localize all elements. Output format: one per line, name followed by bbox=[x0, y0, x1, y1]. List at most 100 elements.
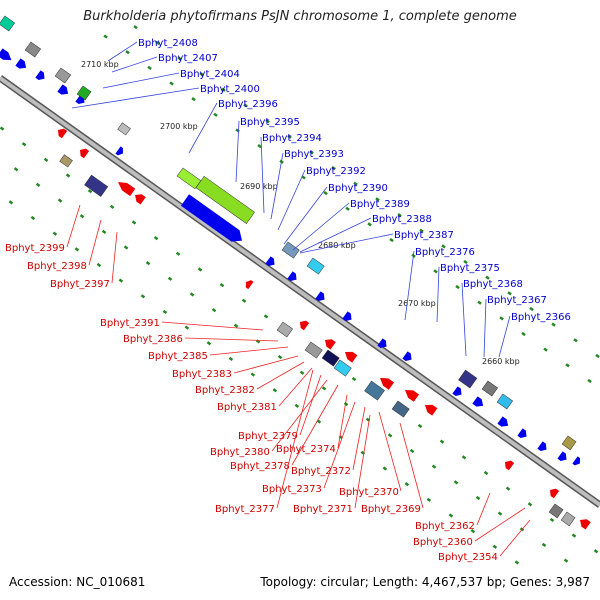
leader-line bbox=[498, 315, 511, 358]
tick-mark bbox=[0, 126, 5, 131]
tick-mark bbox=[294, 403, 300, 408]
tick-mark bbox=[299, 370, 305, 375]
reverse-gene-arrow bbox=[380, 378, 395, 390]
tick-mark bbox=[125, 50, 130, 55]
tick-mark bbox=[492, 544, 498, 549]
tick-mark bbox=[343, 401, 349, 407]
gene-shape bbox=[300, 320, 310, 331]
leader-line bbox=[299, 374, 322, 436]
gene-shape bbox=[572, 456, 581, 466]
tick-mark bbox=[595, 353, 600, 359]
scale-label: 2710 kbp bbox=[81, 60, 119, 69]
leader-line bbox=[277, 169, 306, 231]
reverse-gene-label: Bphyt_2373 bbox=[262, 484, 322, 495]
reverse-gene-arrow bbox=[58, 128, 68, 139]
leader-line bbox=[474, 507, 526, 542]
leader-line bbox=[278, 367, 313, 407]
tick-mark bbox=[514, 560, 520, 565]
leader-line bbox=[233, 355, 299, 374]
leader-line bbox=[256, 361, 305, 390]
leader-line bbox=[107, 41, 138, 62]
forward-gene-arrow bbox=[472, 396, 484, 407]
tick-mark bbox=[109, 204, 115, 209]
forward-gene-label: Bphyt_2393 bbox=[284, 149, 344, 160]
gene-shape bbox=[550, 488, 560, 499]
gene-block bbox=[76, 85, 92, 101]
tick-mark bbox=[221, 87, 226, 92]
forward-gene-arrow bbox=[452, 386, 462, 396]
tick-mark bbox=[30, 215, 36, 221]
forward-gene-labels: Bphyt_2408Bphyt_2407Bphyt_2404Bphyt_2400… bbox=[71, 38, 571, 358]
genome-summary-text: Topology: circular; Length: 4,467,537 bp… bbox=[260, 575, 590, 589]
gene-block bbox=[276, 321, 294, 338]
gene-shape bbox=[84, 174, 109, 197]
gene-block bbox=[24, 41, 42, 58]
reverse-gene-arrow bbox=[580, 519, 591, 530]
tick-mark bbox=[433, 269, 438, 274]
tick-mark bbox=[497, 511, 503, 516]
leader-line bbox=[102, 72, 180, 89]
forward-gene-arrow bbox=[517, 428, 527, 438]
tick-mark bbox=[448, 513, 454, 518]
tick-mark bbox=[345, 206, 350, 211]
tick-mark bbox=[147, 65, 152, 70]
scale-label: 2670 kbp bbox=[398, 299, 436, 308]
leader-line bbox=[161, 321, 264, 331]
reverse-gene-label: Bphyt_2399 bbox=[5, 243, 65, 254]
reverse-gene-arrow bbox=[135, 194, 146, 205]
forward-gene-arrow bbox=[402, 351, 412, 361]
gene-shape bbox=[364, 380, 385, 401]
gene-shape bbox=[245, 280, 254, 290]
tick-mark bbox=[197, 267, 203, 272]
gene-features bbox=[0, 15, 591, 530]
tick-mark bbox=[250, 372, 256, 377]
gene-shape bbox=[452, 386, 462, 396]
tick-mark bbox=[309, 150, 314, 155]
gene-shape bbox=[496, 393, 514, 410]
forward-gene-arrow bbox=[537, 441, 547, 451]
tick-mark bbox=[263, 314, 269, 319]
reverse-gene-labels: Bphyt_2399Bphyt_2398Bphyt_2397Bphyt_2391… bbox=[5, 204, 531, 563]
tick-mark bbox=[505, 486, 511, 491]
leader-line bbox=[476, 492, 491, 526]
gene-block bbox=[560, 511, 576, 527]
reverse-gene-arrow bbox=[345, 351, 358, 363]
tick-mark bbox=[79, 214, 85, 219]
tick-mark bbox=[461, 455, 467, 460]
tick-mark bbox=[375, 197, 380, 202]
gene-shape bbox=[333, 359, 352, 377]
tick-mark bbox=[177, 56, 182, 61]
tick-mark bbox=[321, 386, 327, 391]
tick-mark bbox=[162, 309, 168, 315]
scale-label: 2660 kbp bbox=[482, 357, 520, 366]
forward-gene-label: Bphyt_2408 bbox=[138, 38, 198, 49]
forward-gene-label: Bphyt_2389 bbox=[350, 199, 410, 210]
gene-shape bbox=[15, 58, 27, 69]
reverse-gene-label: Bphyt_2378 bbox=[230, 461, 290, 472]
forward-gene-label: Bphyt_2407 bbox=[158, 53, 218, 64]
tick-mark bbox=[499, 316, 504, 321]
gene-shape bbox=[342, 311, 352, 321]
tick-mark bbox=[118, 278, 124, 283]
gene-shape bbox=[118, 182, 136, 197]
reverse-gene-label: Bphyt_2380 bbox=[210, 447, 270, 458]
tick-mark bbox=[551, 322, 556, 327]
leader-line bbox=[404, 250, 415, 321]
tick-mark bbox=[485, 275, 490, 280]
gene-shape bbox=[557, 451, 567, 461]
tick-mark bbox=[199, 72, 204, 77]
forward-gene-arrow bbox=[265, 256, 275, 266]
gene-shape bbox=[195, 175, 255, 225]
gene-shape bbox=[472, 396, 484, 407]
forward-gene-arrow bbox=[287, 271, 297, 281]
tick-mark bbox=[65, 173, 71, 178]
gene-block bbox=[496, 393, 514, 410]
leader-line bbox=[276, 369, 314, 509]
gene-shape bbox=[377, 338, 387, 348]
tick-mark bbox=[527, 502, 533, 507]
tick-mark bbox=[382, 466, 388, 471]
gene-shape bbox=[537, 441, 547, 451]
gene-shape bbox=[115, 146, 124, 156]
tick-mark bbox=[167, 276, 173, 281]
reverse-gene-label: Bphyt_2374 bbox=[276, 444, 336, 455]
